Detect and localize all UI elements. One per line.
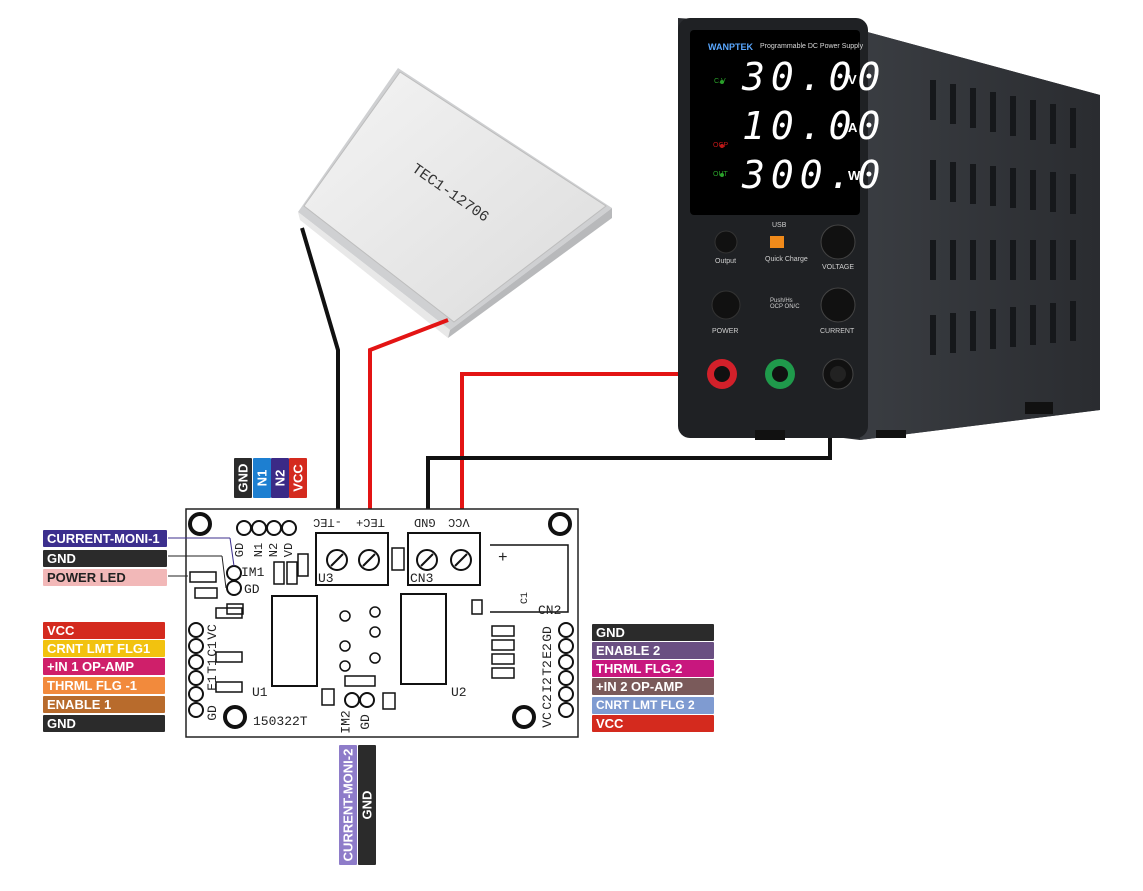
tag-right-gnd: GND xyxy=(592,624,714,641)
label-vcc: VCC xyxy=(448,515,470,529)
pin-top-n1: N1 xyxy=(252,542,267,558)
current-unit: A xyxy=(848,120,858,135)
tag-top-gnd: GND xyxy=(234,458,252,498)
voltage-knob-label: VOLTAGE xyxy=(822,264,855,271)
pin-right-vc: VC xyxy=(539,712,555,728)
tag-cnrt-lmt-flg-2: CNRT LMT FLG 2 xyxy=(592,697,714,714)
tag-thrml-flg-2: THRML FLG-2 xyxy=(592,660,714,677)
pin-im1: IM1 xyxy=(241,565,265,580)
pin-im2: IM2 xyxy=(338,710,354,734)
pin-right-t2: T2 xyxy=(539,660,555,676)
label-gnd: GND xyxy=(414,515,436,529)
power-supply xyxy=(678,18,1100,440)
tag-top-n2: N2 xyxy=(271,458,289,498)
tag-power-led: POWER LED xyxy=(43,569,167,586)
label-c1: C1 xyxy=(520,591,532,605)
pin-left-t1: T1 xyxy=(204,658,220,674)
psu-brand: WANPTEK xyxy=(708,42,753,52)
tag-in1-opamp: +IN 1 OP-AMP xyxy=(43,658,165,675)
indicator-out: OUT xyxy=(713,171,728,178)
tec-red-wire xyxy=(368,318,449,540)
pin-right-c2: C2 xyxy=(539,694,555,710)
push-label: Push/Hs OCP ON/C xyxy=(770,298,800,310)
tag-enable-2: ENABLE 2 xyxy=(592,642,714,659)
pin-right-gd: GD xyxy=(539,626,555,642)
label-cn3: CN3 xyxy=(410,571,434,586)
label-cap-plus: + xyxy=(498,549,508,567)
power-unit: W xyxy=(848,168,861,183)
label-cn2: CN2 xyxy=(538,603,562,618)
tag-left-gnd-2: GND xyxy=(43,715,165,732)
current-display: 10.00 xyxy=(742,104,887,148)
tag-crnt-lmt-flg1: CRNT LMT FLG1 xyxy=(43,640,165,657)
tag-left-vcc: VCC xyxy=(43,622,165,639)
tag-bottom-gnd: GND xyxy=(358,745,376,865)
pin-top-gd: GD xyxy=(233,542,248,558)
tag-current-moni-2: CURRENT-MONI-2 xyxy=(339,745,357,865)
tag-in2-opamp: +IN 2 OP-AMP xyxy=(592,678,714,695)
pin-bottom-gd: GD xyxy=(357,714,373,730)
pin-left-vc: VC xyxy=(204,624,220,640)
psu-model: Programmable DC Power Supply xyxy=(760,43,864,50)
pcb-board xyxy=(168,508,579,738)
voltage-unit: V xyxy=(848,72,857,87)
power-display: 300.0 xyxy=(742,153,887,197)
pin-top-vd: VD xyxy=(282,542,297,558)
pin-right-e2: E2 xyxy=(539,643,555,659)
tag-enable-1: ENABLE 1 xyxy=(43,696,165,713)
usb-label: USB xyxy=(772,222,787,229)
tec-black-wire xyxy=(300,227,340,540)
pin-left-c1: C1 xyxy=(204,641,220,657)
tag-current-moni-1: CURRENT-MONI-1 xyxy=(43,530,167,547)
psu-red-wire xyxy=(460,372,700,540)
pin-right-i2: I2 xyxy=(539,677,555,693)
quick-charge-label: Quick Charge xyxy=(765,256,808,263)
label-u3: U3 xyxy=(318,571,334,586)
current-knob-label: CURRENT xyxy=(820,328,855,335)
label-tec-minus: -TEC xyxy=(313,515,342,529)
tag-top-vcc: VCC xyxy=(289,458,307,498)
label-u1: U1 xyxy=(252,685,268,700)
indicator-ocp: OCP xyxy=(713,142,729,149)
power-label: POWER xyxy=(712,328,739,335)
label-tec-plus: TEC+ xyxy=(356,515,385,529)
tag-left-gnd-1: GND xyxy=(43,550,167,567)
board-name: 150322T xyxy=(253,714,308,729)
tag-top-n1: N1 xyxy=(253,458,271,498)
psu-vents xyxy=(930,80,1076,355)
tec-module xyxy=(298,68,612,338)
indicator-cv: C.V xyxy=(714,78,726,85)
pin-left-gd-2: GD xyxy=(204,705,220,721)
pin-left-gd: GD xyxy=(244,582,260,597)
tag-right-vcc: VCC xyxy=(592,715,714,732)
voltage-display: 30.00 xyxy=(742,55,887,99)
output-label: Output xyxy=(715,258,737,265)
label-u2: U2 xyxy=(451,685,467,700)
pin-left-e1: E1 xyxy=(204,675,220,691)
tag-thrml-flg-1: THRML FLG -1 xyxy=(43,677,165,694)
pin-top-n2: N2 xyxy=(267,542,282,558)
